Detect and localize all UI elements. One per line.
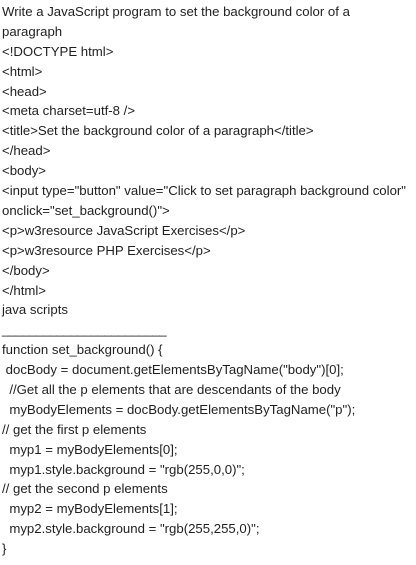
- code-line-comment-first: // get the first p elements: [2, 421, 147, 437]
- code-line-function-def: function set_background() {: [2, 342, 163, 358]
- code-line-html-open: <html>: [2, 63, 43, 79]
- code-line-body-close: </body>: [2, 262, 50, 278]
- code-line-p-javascript: <p>w3resource JavaScript Exercises</p>: [2, 222, 246, 238]
- section-label-java-scripts: java scripts: [2, 302, 68, 318]
- code-line-docbody: docBody = document.getElementsByTagName(…: [2, 362, 344, 378]
- code-line-meta: <meta charset=utf-8 />: [2, 103, 136, 119]
- code-line-head-open: <head>: [2, 83, 47, 99]
- code-line-myp1-style: myp1.style.background = "rgb(255,0,0)";: [2, 461, 245, 477]
- document-body: Write a JavaScript program to set the ba…: [2, 2, 412, 559]
- code-line-comment-get-all: //Get all the p elements that are descen…: [2, 381, 341, 397]
- code-line-myp2: myp2 = myBodyElements[1];: [2, 501, 178, 517]
- code-line-p-php: <p>w3resource PHP Exercises</p>: [2, 242, 211, 258]
- separator-rule: ________________________: [2, 322, 167, 338]
- code-line-title: <title>Set the background color of a par…: [2, 123, 314, 139]
- code-line-myp2-style: myp2.style.background = "rgb(255,255,0)"…: [2, 521, 260, 537]
- code-line-closing-brace: }: [2, 541, 7, 557]
- code-line-head-close: </head>: [2, 143, 51, 159]
- code-line-html-close: </html>: [2, 282, 46, 298]
- code-line-body-open: <body>: [2, 163, 46, 179]
- code-line-myp1: myp1 = myBodyElements[0];: [2, 441, 178, 457]
- code-line-comment-second: // get the second p elements: [2, 481, 168, 497]
- code-line-input: <input type="button" value="Click to set…: [2, 183, 410, 218]
- code-line-doctype: <!DOCTYPE html>: [2, 43, 114, 59]
- question-title: Write a JavaScript program to set the ba…: [2, 4, 354, 39]
- code-line-mybodyelements: myBodyElements = docBody.getElementsByTa…: [2, 401, 356, 417]
